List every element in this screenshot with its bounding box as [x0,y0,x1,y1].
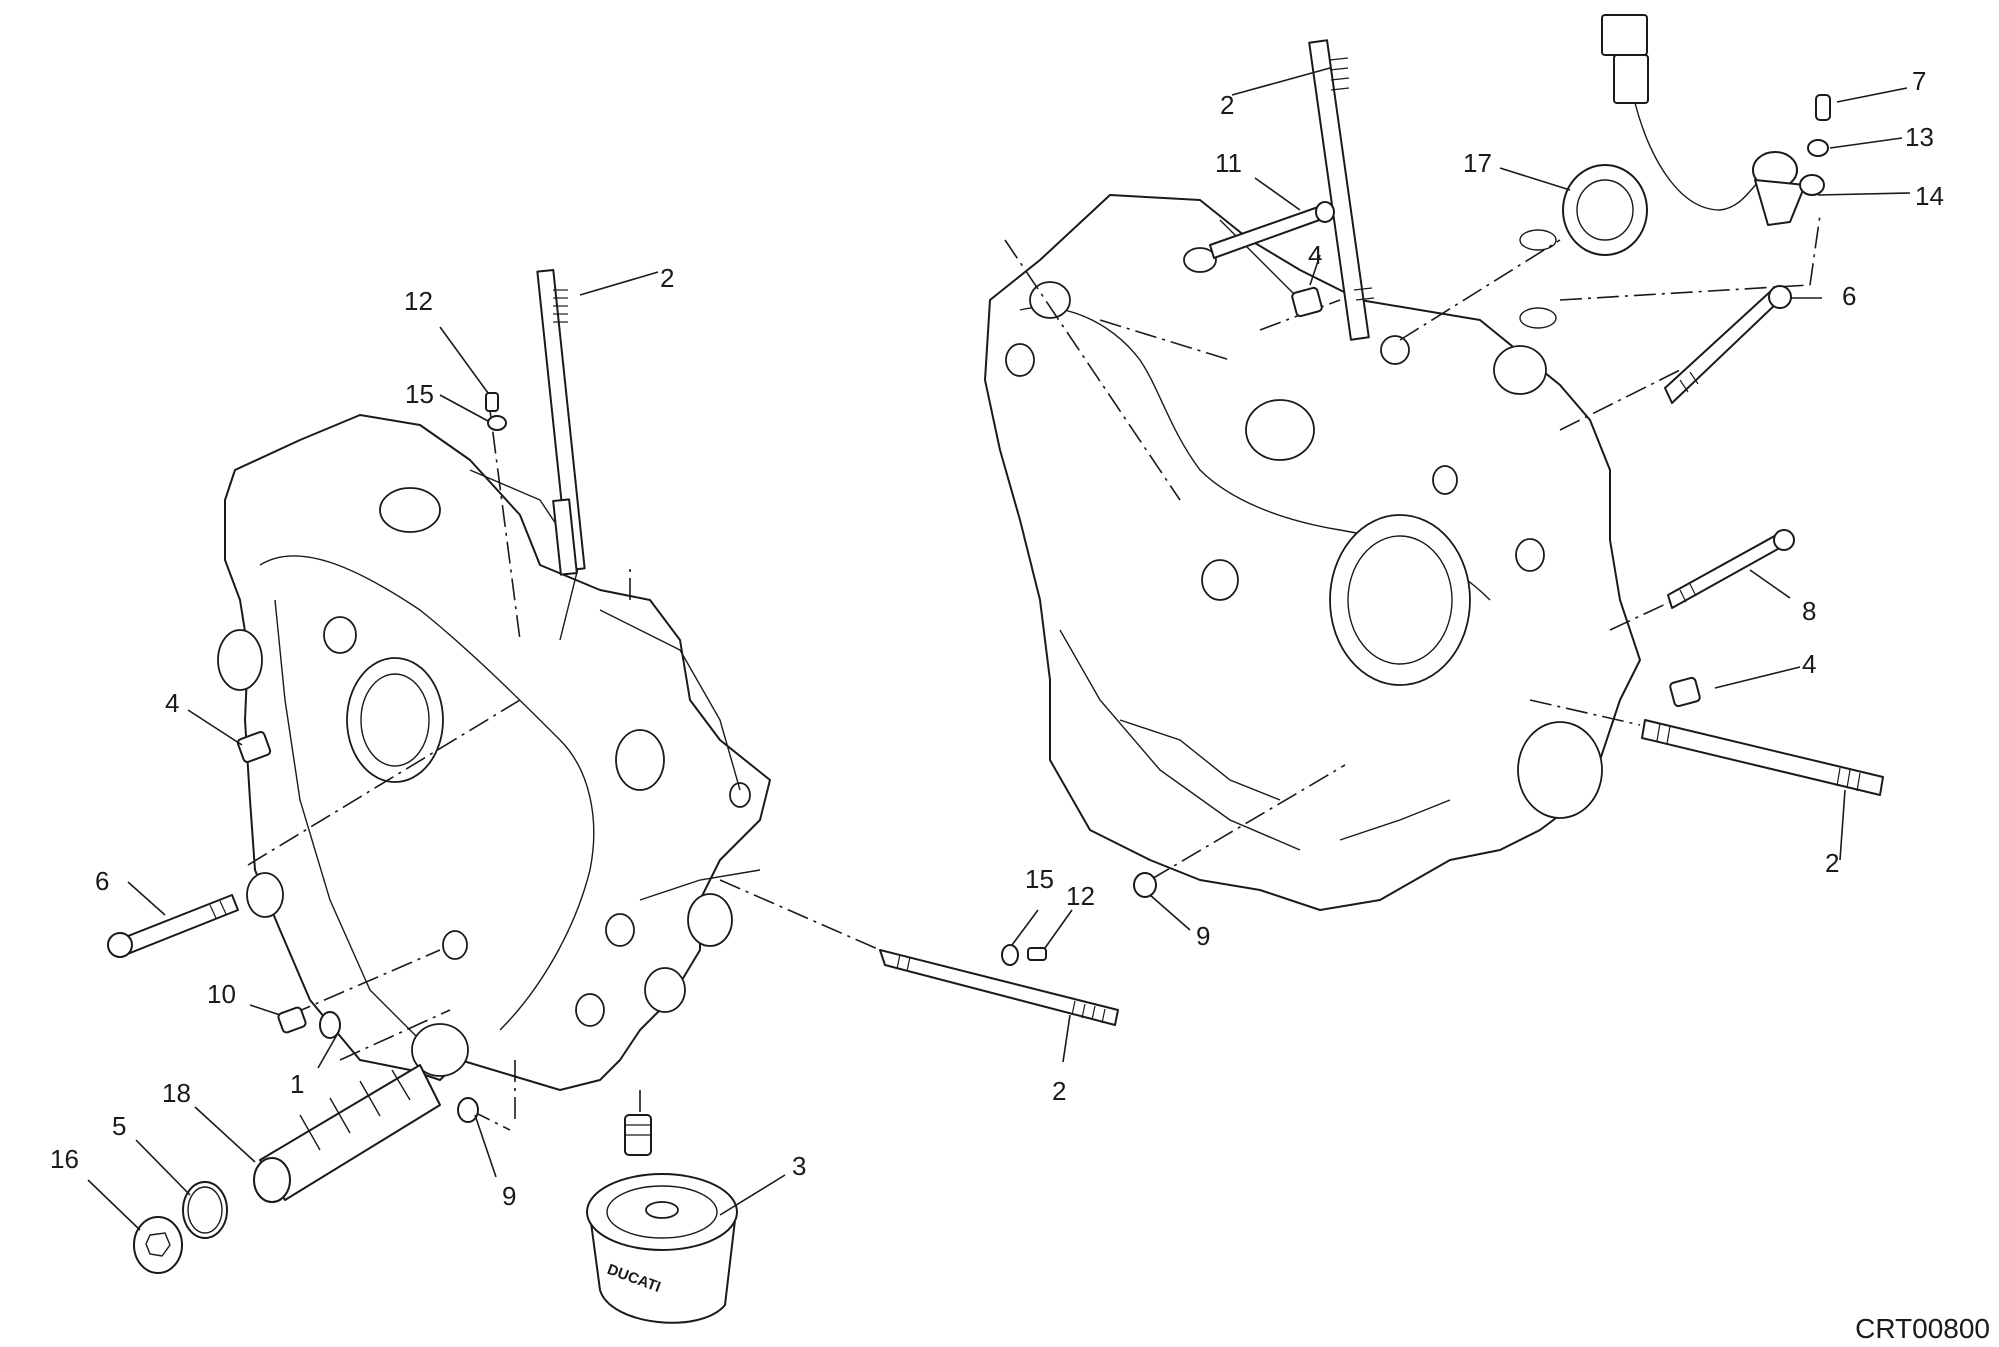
callout-18: 18 [162,1078,191,1108]
grub-screw-12-left [485,392,499,412]
callout-15-left: 15 [405,379,434,409]
callout-2-left-stud: 2 [660,263,674,293]
callout-4-right: 4 [1802,649,1816,679]
callout-3: 3 [792,1151,806,1181]
oil-filter-fitting [624,1114,652,1156]
dowel-10 [277,1006,307,1034]
washer-15-right [1001,944,1019,966]
o-ring-9-left [457,1097,479,1123]
sensor-with-harness-14 [1601,14,1825,226]
dowel-bush-4-top [1291,286,1323,318]
dowel-bush-4-right [1669,676,1701,708]
stud-bolt-2-top [1308,39,1375,341]
callout-12-right: 12 [1066,881,1095,911]
callout-leaders [87,67,1911,1231]
washer-13 [1807,139,1829,157]
left-crankcase-half [217,414,771,1091]
callout-4-top: 4 [1308,240,1322,270]
callout-12-left: 12 [404,286,433,316]
callout-2-bottom-stud: 2 [1052,1076,1066,1106]
callout-7: 7 [1912,66,1926,96]
o-ring-9-right [1133,872,1157,898]
callout-10: 10 [207,979,236,1009]
bolt-11 [1209,201,1335,259]
oil-filter-3: DUCATI [586,1173,738,1324]
seal-ring-5 [182,1181,228,1239]
callout-labels: 1 2 2 2 2 3 4 4 4 5 6 6 7 8 9 9 10 11 12… [50,66,1944,1211]
callout-16: 16 [50,1144,79,1174]
callout-5: 5 [112,1111,126,1141]
callout-9-right: 9 [1196,921,1210,951]
bolt-8 [1667,529,1795,609]
callout-9-left: 9 [502,1181,516,1211]
right-crankcase-half [984,194,1641,911]
bolt-6-right [1664,285,1792,404]
callout-15-right: 15 [1025,864,1054,894]
callout-4-left: 4 [165,688,179,718]
washer-15-left [487,415,507,431]
callout-2-top-stud: 2 [1220,90,1234,120]
grub-screw-12-right [1027,947,1047,961]
drain-plug-16 [133,1216,183,1274]
callout-6-left: 6 [95,866,109,896]
callout-17: 17 [1463,148,1492,178]
callout-13: 13 [1905,122,1934,152]
assembly-axis-lines [247,214,1821,1131]
oil-screen-filter-18 [253,1064,441,1203]
dowel-bush-4-left [236,731,272,763]
drawing-code: CRT00800 [1855,1313,1990,1344]
stud-bolt-2-left [536,268,586,576]
oil-seal-17 [1519,164,1648,329]
callout-2-right-stud: 2 [1825,848,1839,878]
callout-11: 11 [1215,148,1242,178]
screw-7 [1815,94,1831,121]
stud-bolt-2-right [1641,719,1884,796]
callout-1: 1 [290,1069,304,1099]
callout-8: 8 [1802,596,1816,626]
bolt-6-left [107,894,239,958]
callout-6-right: 6 [1842,281,1856,311]
o-ring-1 [319,1011,341,1039]
stud-bolt-2-bottom [879,949,1119,1026]
callout-14: 14 [1915,181,1944,211]
